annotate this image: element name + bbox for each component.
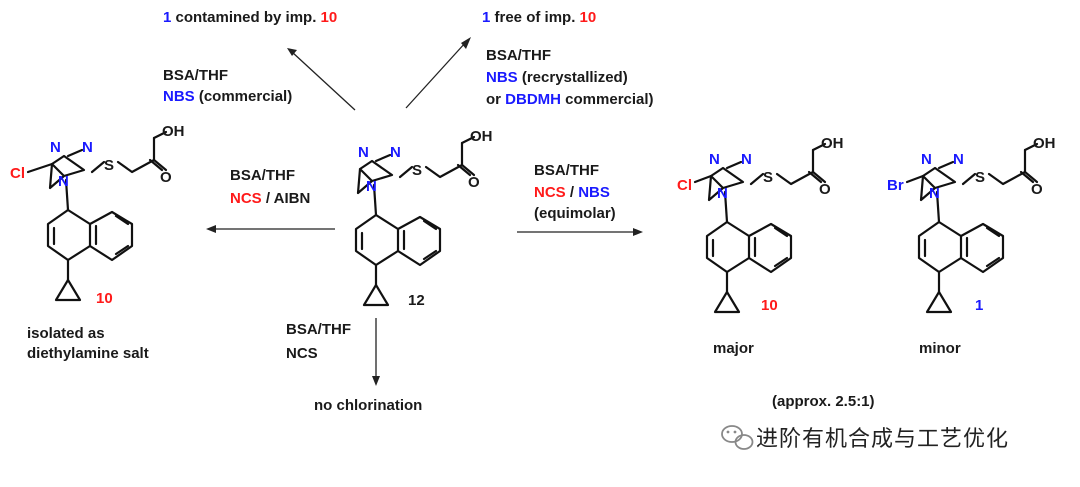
compound-10-number: 10	[761, 297, 778, 314]
top-left-product: 1 contamined by imp. 10	[163, 9, 337, 26]
chlorine-atom: Cl	[677, 177, 692, 194]
compound-1-number: 1	[163, 9, 171, 26]
nbs-label: NBS	[163, 88, 195, 105]
left-cond-1: BSA/THF	[230, 167, 295, 184]
top-right-cond-3: or DBDMH commercial)	[486, 91, 654, 108]
svg-text:S: S	[104, 157, 114, 174]
svg-text:N: N	[709, 151, 720, 168]
bromine-atom: Br	[887, 177, 904, 194]
arrow-down	[372, 318, 380, 386]
svg-text:N: N	[921, 151, 932, 168]
svg-text:S: S	[763, 169, 773, 186]
svg-text:OH: OH	[821, 135, 844, 152]
molecule-compound-10-left: N N N S O OH Cl	[10, 123, 185, 302]
compound-10-number: 10	[96, 290, 113, 307]
arrow-top-left	[287, 48, 356, 111]
arrow-left	[206, 225, 335, 233]
left-cond-2: NCS / AIBN	[230, 190, 310, 207]
ncs-label: NCS	[286, 345, 318, 362]
right-cond-3: (equimolar)	[534, 205, 616, 222]
minor-label: minor	[919, 340, 961, 357]
chlorine-atom: Cl	[10, 165, 25, 182]
svg-text:N: N	[82, 139, 93, 156]
svg-text:OH: OH	[1033, 135, 1056, 152]
compound-12-number: 12	[408, 292, 425, 309]
svg-text:O: O	[468, 174, 480, 191]
svg-text:N: N	[58, 173, 69, 190]
dbdmh-label: DBDMH	[505, 91, 561, 108]
isolation-note-1: isolated as	[27, 325, 105, 342]
compound-1-number: 1	[975, 297, 983, 314]
svg-text:S: S	[412, 162, 422, 179]
top-right-cond-2: NBS (recrystallized)	[486, 69, 628, 86]
svg-text:N: N	[953, 151, 964, 168]
top-right-product: 1 free of imp. 10	[482, 9, 596, 26]
svg-text:N: N	[358, 144, 369, 161]
top-right-cond-1: BSA/THF	[486, 47, 551, 64]
nbs-label: NBS	[486, 69, 518, 86]
bottom-cond-1: BSA/THF	[286, 321, 351, 338]
svg-text:N: N	[50, 139, 61, 156]
ratio-text: (approx. 2.5:1)	[772, 393, 875, 410]
svg-text:O: O	[819, 181, 831, 198]
top-left-cond-2: NBS (commercial)	[163, 88, 292, 105]
svg-text:N: N	[390, 144, 401, 161]
top-left-text: contamined by imp.	[171, 9, 320, 26]
molecule-compound-1-minor: N N N S O OH Br	[887, 135, 1056, 314]
svg-text:N: N	[366, 178, 377, 195]
svg-text:N: N	[717, 185, 728, 202]
arrow-right	[517, 228, 643, 236]
svg-text:O: O	[160, 169, 172, 186]
nbs-label: NBS	[578, 184, 610, 201]
svg-text:OH: OH	[470, 128, 493, 145]
wechat-icon	[721, 425, 754, 450]
watermark-text: 进阶有机合成与工艺优化	[756, 427, 1009, 452]
molecule-compound-10-major: N N N S O OH Cl	[677, 135, 844, 314]
right-cond-2: NCS / NBS	[534, 184, 610, 201]
watermark: 进阶有机合成与工艺优化	[721, 425, 1009, 452]
right-cond-1: BSA/THF	[534, 162, 599, 179]
impurity-10-number: 10	[321, 9, 338, 26]
arrow-top-right	[405, 37, 471, 109]
svg-text:O: O	[1031, 181, 1043, 198]
compound-1-number: 1	[482, 9, 490, 26]
svg-text:N: N	[741, 151, 752, 168]
isolation-note-2: diethylamine salt	[27, 345, 149, 362]
svg-text:OH: OH	[162, 123, 185, 140]
svg-text:N: N	[929, 185, 940, 202]
svg-text:S: S	[975, 169, 985, 186]
major-label: major	[713, 340, 754, 357]
top-left-cond-1: BSA/THF	[163, 67, 228, 84]
no-chlorination-text: no chlorination	[314, 397, 422, 414]
molecule-compound-12: N N N S O OH	[354, 128, 493, 307]
ncs-label: NCS	[230, 190, 262, 207]
ncs-label: NCS	[534, 184, 566, 201]
impurity-10-number: 10	[580, 9, 597, 26]
top-right-text: free of imp.	[490, 9, 579, 26]
